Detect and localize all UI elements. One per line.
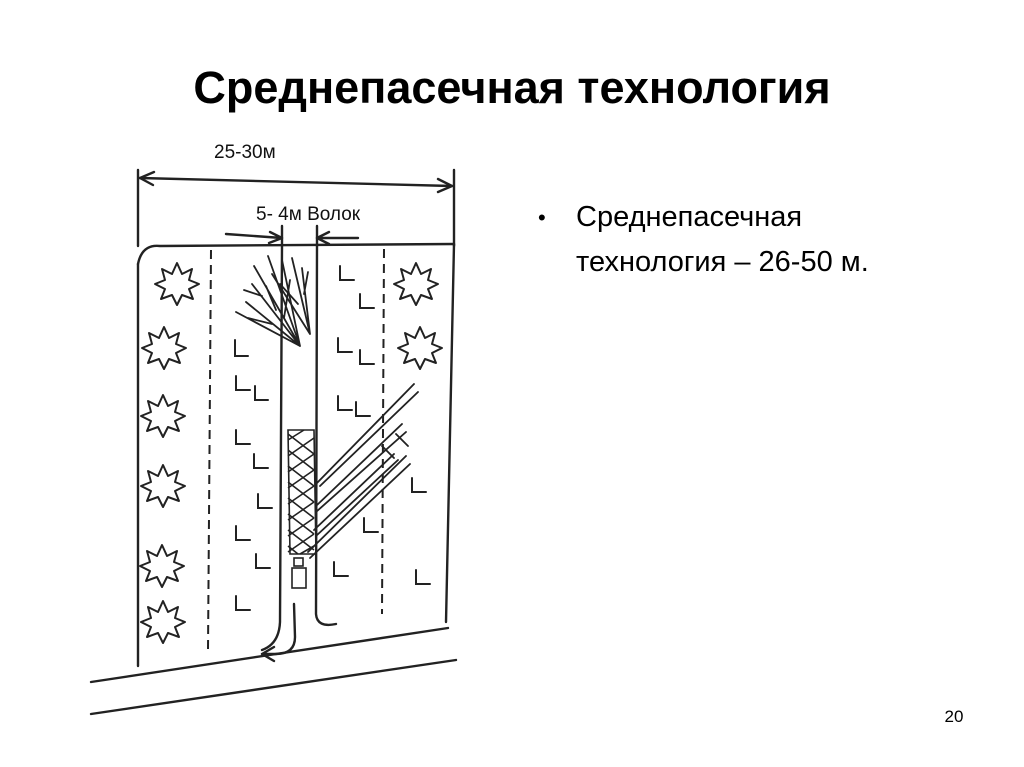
dashed-boundary-left <box>207 249 212 651</box>
slide-title: Среднепасечная технология <box>193 62 831 113</box>
stump-mark <box>411 477 427 493</box>
stump-mark <box>253 453 269 469</box>
width-dimension-line <box>138 176 454 188</box>
tree-star <box>154 262 200 306</box>
stump-mark <box>339 265 355 281</box>
skidder-box <box>291 567 307 589</box>
stump-mark <box>257 493 273 509</box>
felled-trunk <box>313 433 409 537</box>
tree-star <box>140 394 186 438</box>
tree-star <box>139 544 185 588</box>
trail-width-label: 5- 4м Волок <box>256 204 361 225</box>
stump-mark <box>359 293 375 309</box>
hatch-outline <box>287 429 317 555</box>
width-arrow-left <box>138 170 156 187</box>
stump-mark <box>235 595 251 611</box>
road-lower-edge <box>89 658 458 716</box>
trail-exit-arrow <box>260 602 297 663</box>
stump-mark <box>415 569 431 585</box>
felled-trunk <box>307 455 411 559</box>
stump-mark <box>235 429 251 445</box>
felled-tree-crown <box>271 257 311 335</box>
skidder-cab <box>293 557 304 567</box>
trail-left-edge <box>260 244 284 652</box>
stump-mark <box>363 517 379 533</box>
trail-arrow-left <box>224 230 284 245</box>
stump-mark <box>355 401 371 417</box>
stump-mark <box>235 525 251 541</box>
stump-mark <box>333 561 349 577</box>
trail-arrow-right <box>315 230 360 246</box>
stump-mark <box>255 553 271 569</box>
tree-star <box>141 326 187 370</box>
stump-mark <box>234 339 249 357</box>
page-number: 20 <box>944 707 964 726</box>
tree-star <box>393 262 439 306</box>
dashed-boundary-right <box>381 248 385 615</box>
stump-mark <box>359 349 375 365</box>
stump-mark <box>254 385 269 401</box>
stump-mark <box>337 337 353 353</box>
bullet-dot-icon: • <box>538 205 546 230</box>
stump-mark <box>235 375 251 391</box>
strip-right-boundary <box>444 242 456 624</box>
tree-star <box>397 326 443 370</box>
trail-right-edge <box>314 244 338 627</box>
bullet-item: • Среднепасечная технология – 26-50 м. <box>538 195 978 285</box>
strip-top-boundary <box>136 242 456 266</box>
tree-star <box>140 464 186 508</box>
stump-mark <box>337 395 353 411</box>
width-arrow-right <box>436 177 454 194</box>
felled-trunk <box>315 423 407 513</box>
felled-trunk <box>315 383 419 487</box>
tree-star <box>140 600 186 644</box>
logging-scheme-figure: 25-30м 5- 4м Волок <box>76 134 478 732</box>
hatch-lines <box>287 429 315 555</box>
width-label: 25-30м <box>214 142 276 163</box>
bullet-text: Среднепасечная технология – 26-50 м. <box>576 201 869 278</box>
logging-scheme-diagram: 25-30м 5- 4м Волок <box>89 142 458 716</box>
felled-tree-crown <box>235 255 301 347</box>
bullet-list: • Среднепасечная технология – 26-50 м. <box>538 195 978 285</box>
